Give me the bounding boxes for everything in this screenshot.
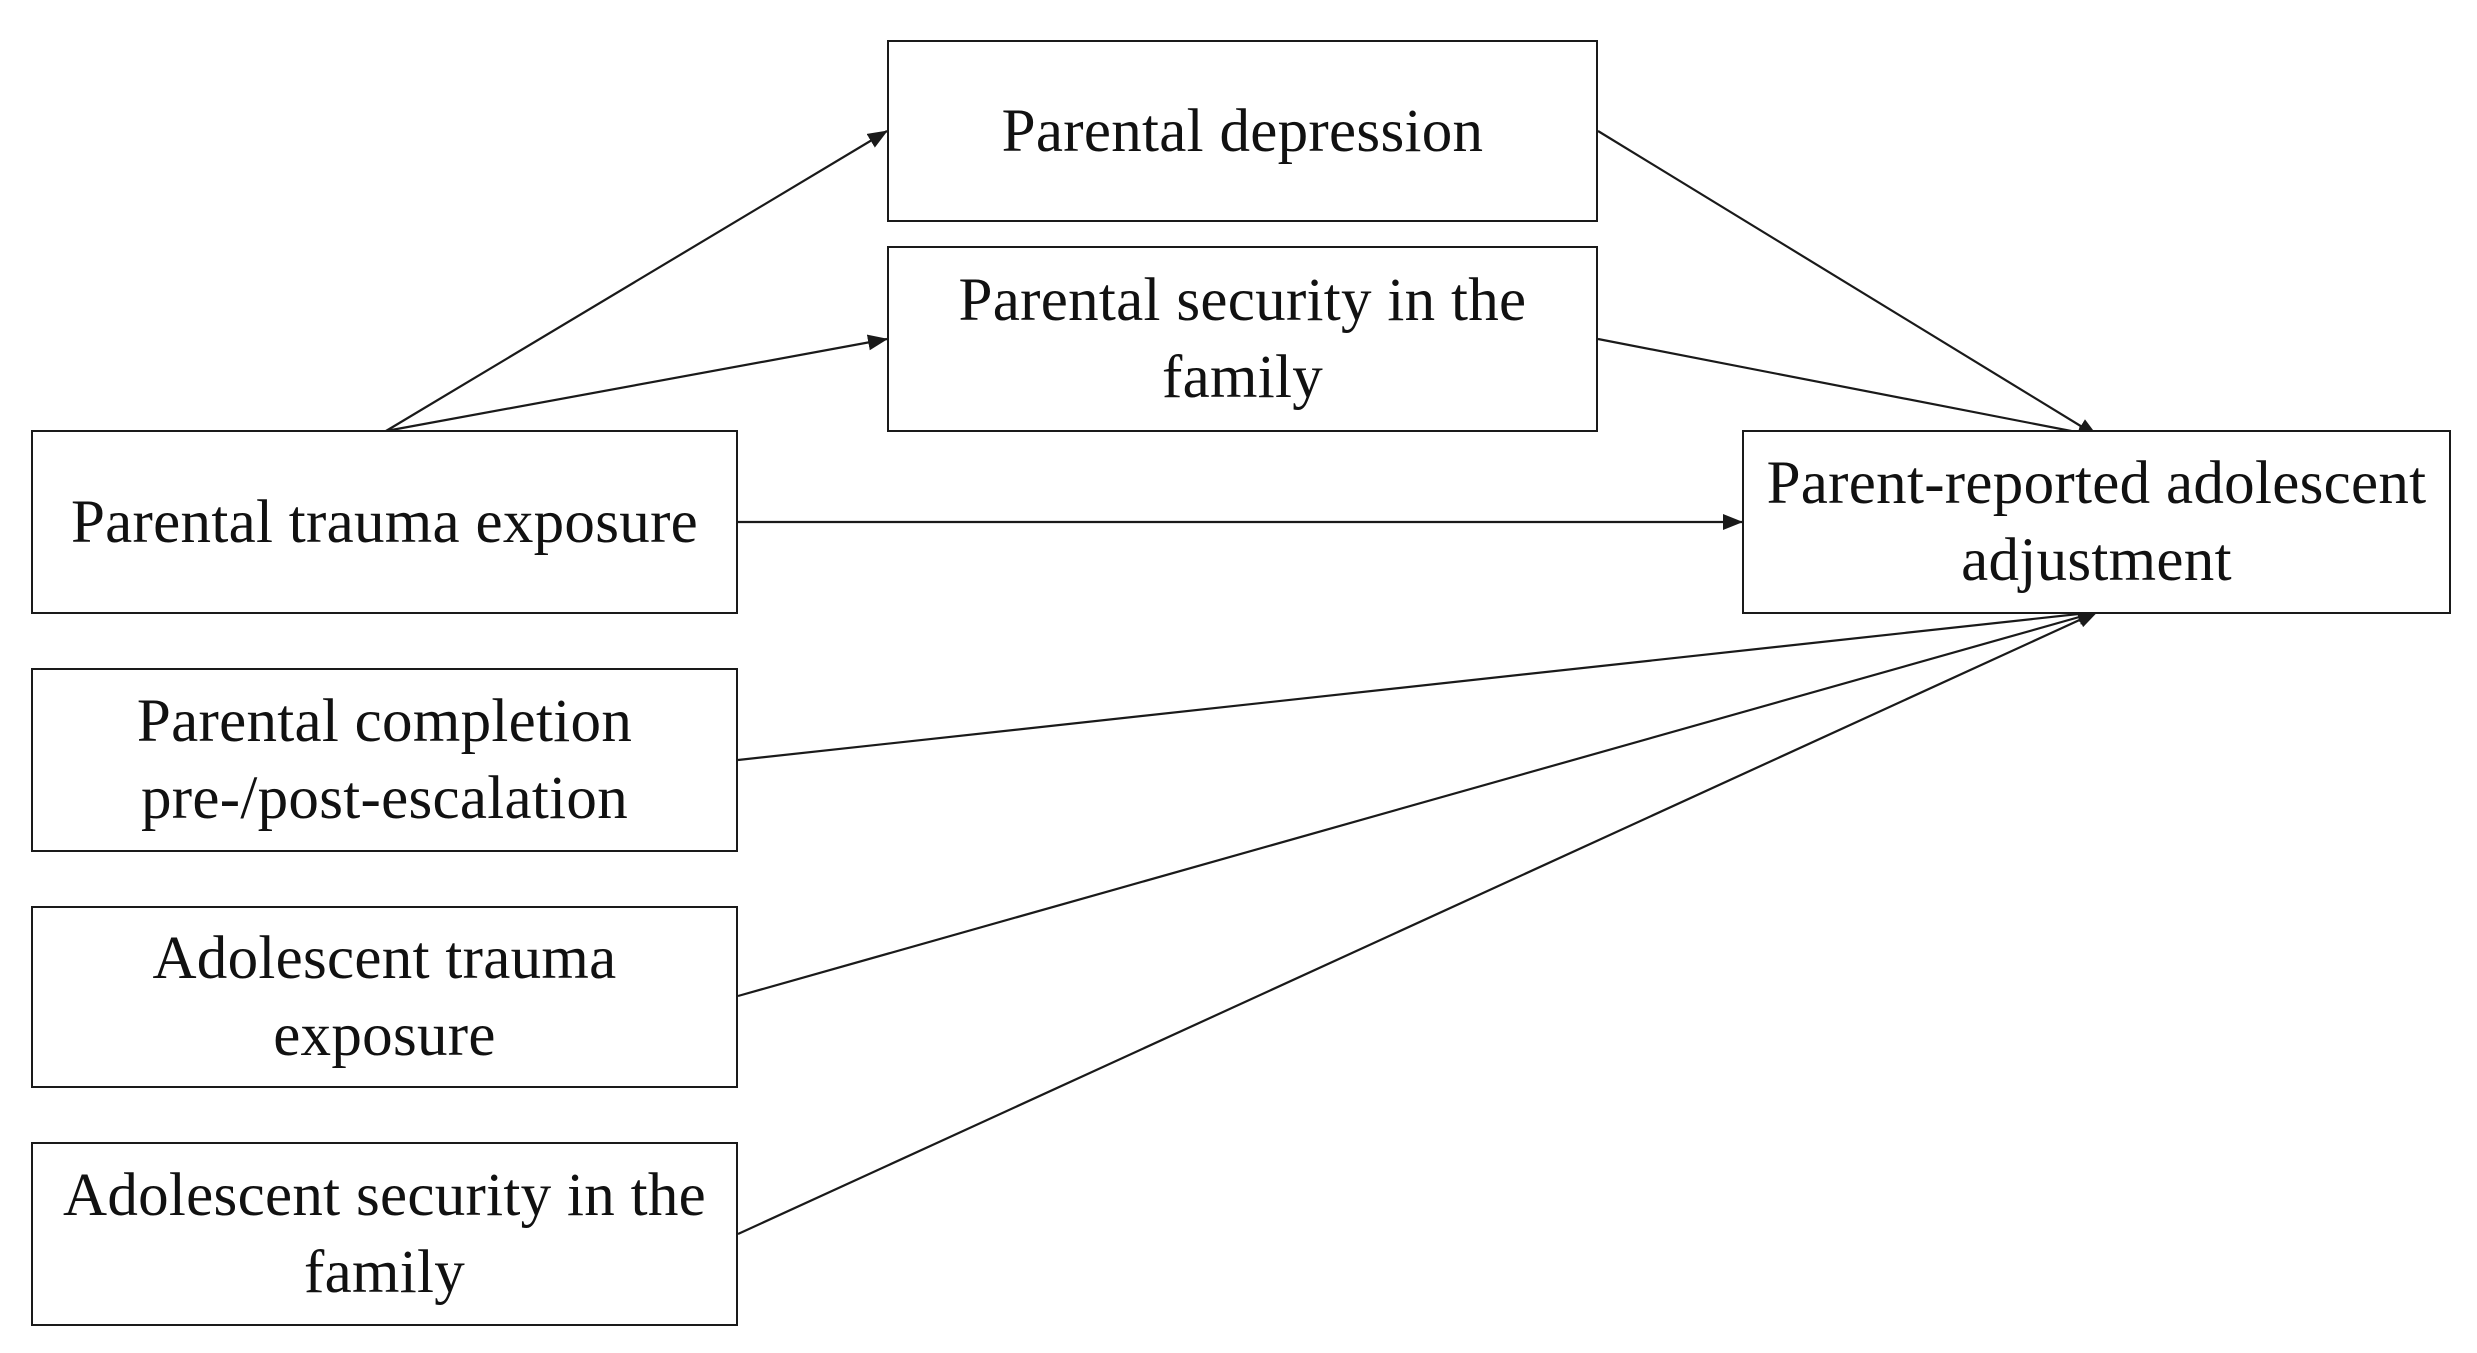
adolescent-trauma-box: Adolescent trauma exposure: [31, 906, 738, 1088]
parental-depression-label: Parental depression: [1001, 97, 1484, 165]
adolescent-trauma-label: Adolescent trauma exposure: [152, 925, 617, 1069]
adolescent-security-label: Adolescent security in the family: [62, 1162, 707, 1306]
parental-completion-label: Parental completion pre-/post-escalation: [136, 688, 633, 832]
adolescent-security-box: Adolescent security in the family: [31, 1142, 738, 1326]
arrow-adolescent-trauma-to-outcome: [737, 609, 2098, 998]
adolescent-adjustment-label: Parent-reported adolescent adjustment: [1766, 450, 2427, 594]
arrow-parental-completion-to-outcome: [737, 606, 2098, 762]
arrow-parental-trauma-to-parental-depression: [385, 130, 888, 432]
arrow-parental-trauma-to-parental-security: [385, 334, 888, 433]
arrow-adolescent-security-to-outcome: [737, 610, 2098, 1236]
arrow-parental-security-to-outcome: [1597, 337, 2098, 441]
adolescent-adjustment-box: Parent-reported adolescent adjustment: [1742, 430, 2451, 614]
parental-trauma-box: Parental trauma exposure: [31, 430, 738, 614]
parental-depression-box: Parental depression: [887, 40, 1598, 222]
parental-security-label: Parental security in the family: [958, 267, 1527, 411]
arrow-parental-depression-to-outcome: [1597, 130, 2098, 437]
parental-security-box: Parental security in the family: [887, 246, 1598, 432]
parental-trauma-label: Parental trauma exposure: [70, 488, 699, 556]
parental-completion-box: Parental completion pre-/post-escalation: [31, 668, 738, 852]
